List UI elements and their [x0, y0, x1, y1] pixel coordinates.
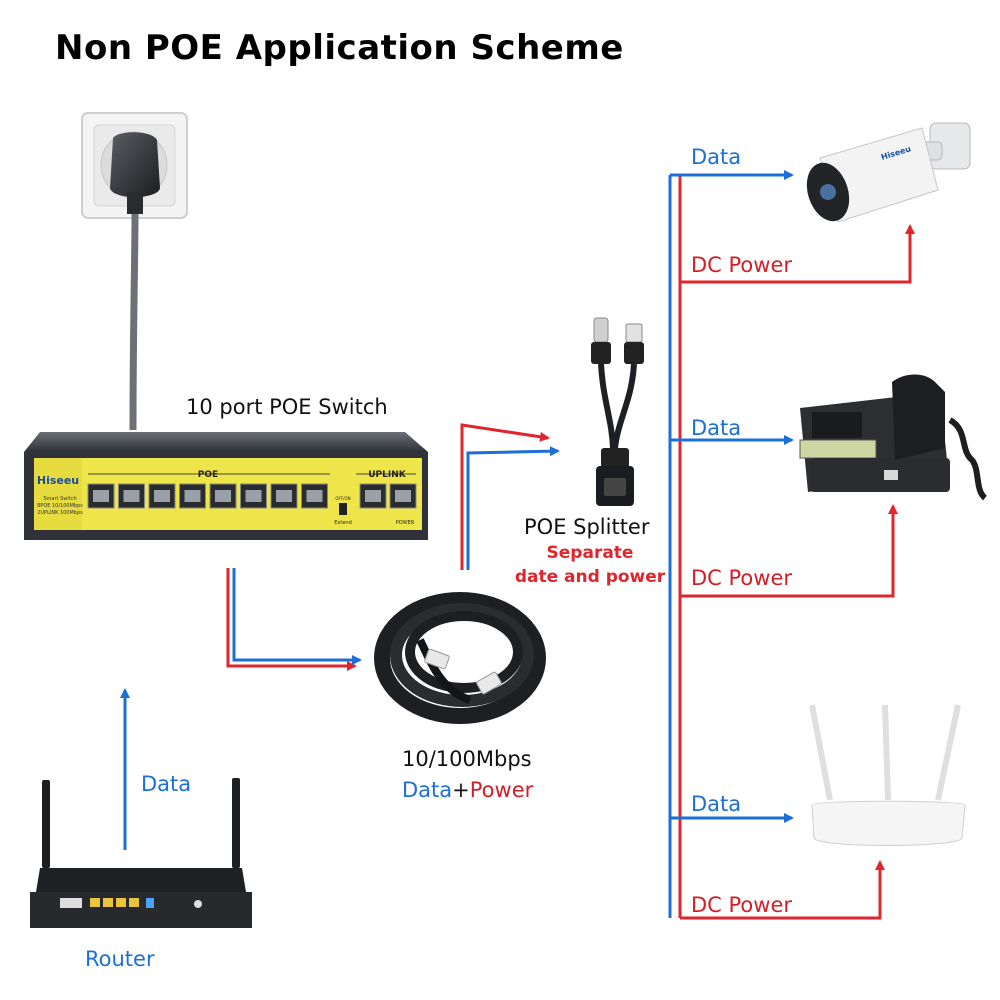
- switch-caption-2: 8POE 10/100Mbps: [37, 503, 83, 509]
- router-data-label: Data: [141, 772, 192, 796]
- switch-poe-port-3-contacts: [154, 490, 170, 502]
- poe-switch: Hiseeu Smart Switch 8POE 10/100Mbps 2UPL…: [24, 432, 428, 540]
- switch-poe-port-6-contacts: [245, 490, 262, 502]
- camera-data-label: Data: [691, 145, 742, 169]
- phone-power-label: DC Power: [691, 566, 793, 590]
- cable-data-word: Data: [402, 778, 453, 802]
- switch-caption-1: Smart Switch: [43, 496, 76, 502]
- cable-power-word: Power: [469, 778, 534, 802]
- switch-power: POWER: [396, 520, 415, 526]
- poe-splitter: [591, 317, 644, 506]
- switch-offon: OFF/ON: [335, 496, 350, 501]
- switch-caption-3: 2UPLINK 100Mbps: [37, 510, 83, 516]
- page-title: Non POE Application Scheme: [55, 28, 624, 68]
- camera-power-arrow: [680, 224, 915, 284]
- power-plug: [110, 132, 160, 214]
- switch-poe-port-1-contacts: [93, 490, 109, 502]
- wifi-power-arrow: [680, 860, 885, 920]
- switch-extend: Extend: [334, 520, 352, 526]
- switch-poe-header: POE: [198, 470, 218, 480]
- switch-uplink-header: UPLINK: [368, 470, 407, 480]
- splitter-note-2: date and power: [514, 567, 666, 587]
- switch-poe-port-8-contacts: [306, 490, 323, 502]
- switch-poe-port-2-contacts: [123, 490, 140, 502]
- ip-phone: [799, 374, 988, 501]
- cable-speed-label: 10/100Mbps: [402, 747, 532, 771]
- switch-poe-port-7-contacts: [276, 490, 292, 502]
- ethernet-cable-coil: [374, 592, 546, 724]
- switch-poe-port-4-contacts: [184, 490, 201, 502]
- switch-brand: Hiseeu: [37, 474, 79, 487]
- router-device: [30, 778, 252, 928]
- switch-ports: [87, 483, 417, 509]
- wifi-data-label: Data: [691, 792, 742, 816]
- power-cord: [129, 213, 139, 431]
- wifi-router: [809, 704, 966, 846]
- cable-to-splitter-link: [460, 423, 560, 570]
- switch-poe-port-5-contacts: [215, 490, 231, 502]
- phone-data-label: Data: [691, 416, 742, 440]
- router-label: Router: [85, 947, 155, 971]
- switch-to-cable-link: [226, 568, 362, 671]
- cable-data-power-label: Data+Power: [402, 778, 533, 802]
- splitter-note-1: Separate: [546, 543, 634, 563]
- splitter-label: POE Splitter: [524, 515, 650, 539]
- camera-power-label: DC Power: [691, 253, 793, 277]
- cable-plus: +: [452, 778, 470, 802]
- switch-uplink-port-2-contacts: [395, 490, 411, 502]
- wifi-power-label: DC Power: [691, 893, 793, 917]
- switch-label: 10 port POE Switch: [186, 395, 388, 419]
- ip-camera: Hiseeu: [806, 122, 971, 223]
- switch-uplink-port-1-contacts: [365, 490, 381, 502]
- phone-power-arrow: [680, 504, 898, 598]
